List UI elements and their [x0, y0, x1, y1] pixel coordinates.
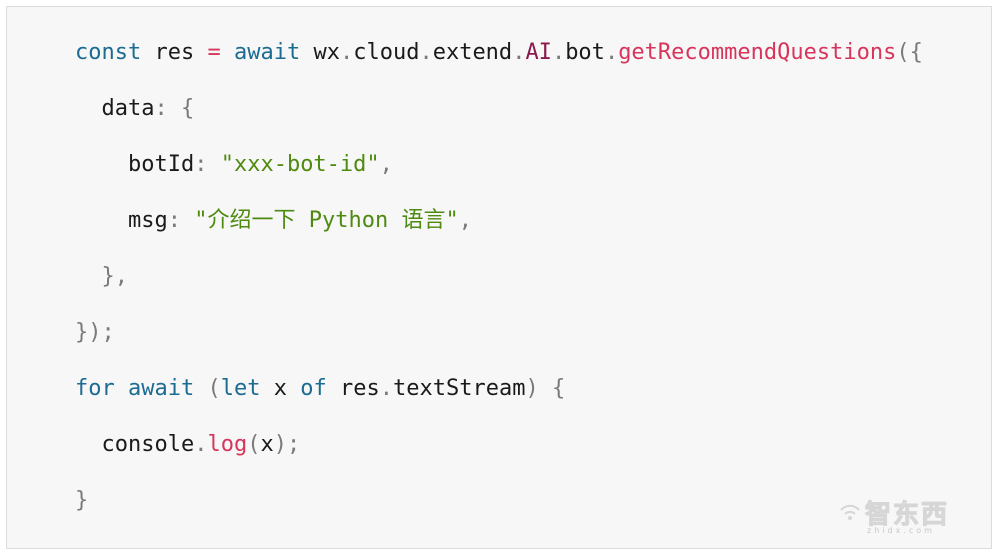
code-block: const res = await wx.cloud.extend.AI.bot…: [6, 6, 992, 549]
colon: :: [167, 208, 181, 233]
watermark-text: 智东西: [864, 500, 950, 531]
indent: [75, 152, 128, 177]
space: [141, 40, 154, 65]
dot: .: [604, 40, 619, 65]
identifier-x: x: [273, 376, 287, 401]
keyword-for: for: [75, 376, 115, 401]
watermark-logo: 智东西 zhidx.com: [837, 494, 967, 538]
close-brace: }: [75, 488, 89, 513]
identifier-cloud: cloud: [353, 40, 420, 65]
keyword-const: const: [75, 40, 142, 65]
code-line-5: },: [75, 259, 129, 295]
space: [287, 376, 300, 401]
space: [194, 40, 207, 65]
space: [221, 40, 234, 65]
identifier-extend: extend: [432, 40, 513, 65]
key-data: data: [101, 96, 155, 121]
key-msg: msg: [127, 208, 168, 233]
close-paren-semicolon: );: [273, 432, 301, 457]
operator-assign: =: [207, 40, 221, 65]
function-get-recommend-questions: getRecommendQuestions: [618, 40, 897, 65]
keyword-await: await: [128, 376, 195, 401]
space: [181, 208, 194, 233]
close-brace-paren: });: [75, 320, 115, 345]
keyword-let: let: [220, 376, 261, 401]
indent: [75, 432, 102, 457]
indent: [75, 264, 102, 289]
comma: ,: [458, 208, 472, 233]
close-paren: ): [525, 376, 539, 401]
dot: .: [419, 40, 433, 65]
code-line-3: botId: "xxx-bot-id",: [75, 147, 393, 183]
wifi-icon: [840, 504, 860, 520]
identifier-console: console: [101, 432, 195, 457]
open-brace: {: [180, 96, 195, 121]
code-line-1: const res = await wx.cloud.extend.AI.bot…: [75, 35, 923, 71]
comma: ,: [379, 152, 393, 177]
open-paren: (: [207, 376, 221, 401]
dot: .: [551, 40, 566, 65]
space: [207, 152, 220, 177]
close-brace-comma: },: [101, 264, 129, 289]
space: [539, 376, 552, 401]
identifier-bot: bot: [565, 40, 605, 65]
identifier-res: res: [339, 376, 380, 401]
dot: .: [379, 376, 393, 401]
space: [260, 376, 273, 401]
keyword-await: await: [233, 40, 301, 65]
keyword-of: of: [300, 376, 327, 401]
colon: :: [194, 152, 208, 177]
code-line-8: console.log(x);: [75, 427, 301, 463]
code-line-7: for await (let x of res.textStream) {: [75, 371, 565, 407]
open-brace: {: [551, 376, 566, 401]
colon: :: [154, 96, 168, 121]
identifier-text-stream: textStream: [392, 376, 526, 401]
identifier-x: x: [260, 432, 274, 457]
code-line-2: data: {: [75, 91, 195, 127]
identifier-ai: AI: [525, 40, 552, 65]
code-line-6: });: [75, 315, 115, 351]
key-bot-id: botId: [127, 152, 195, 177]
string-msg: "介绍一下 Python 语言": [194, 208, 459, 233]
identifier-res: res: [154, 40, 195, 65]
indent: [75, 96, 102, 121]
identifier-wx: wx: [313, 40, 340, 65]
dot: .: [339, 40, 354, 65]
space: [300, 40, 313, 65]
dot: .: [194, 432, 208, 457]
space: [115, 376, 128, 401]
indent: [75, 208, 128, 233]
watermark-subtext: zhidx.com: [867, 526, 935, 535]
space: [327, 376, 340, 401]
code-line-4: msg: "介绍一下 Python 语言",: [75, 203, 472, 239]
space: [194, 376, 207, 401]
open-paren: (: [247, 432, 261, 457]
open-paren-brace: ({: [896, 40, 923, 65]
string-bot-id: "xxx-bot-id": [220, 152, 380, 177]
space: [168, 96, 181, 121]
dot: .: [512, 40, 526, 65]
function-log: log: [207, 432, 248, 457]
code-line-9: }: [75, 483, 88, 519]
